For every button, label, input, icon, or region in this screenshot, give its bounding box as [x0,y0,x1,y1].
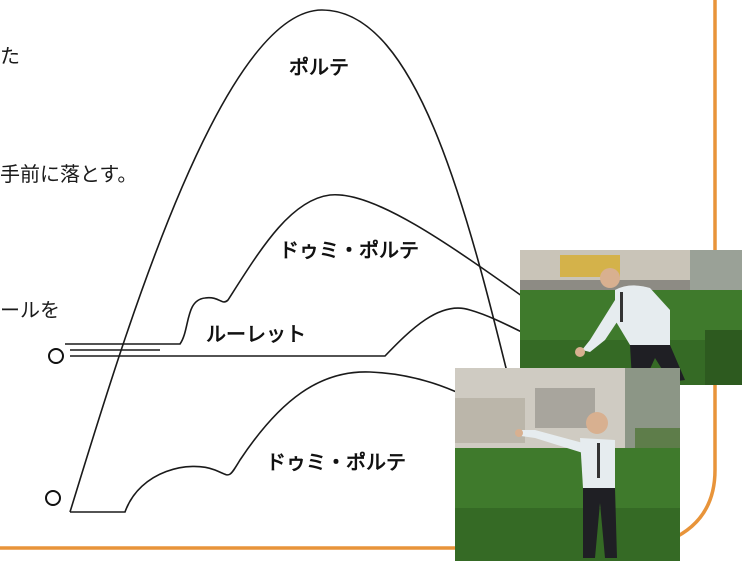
porte-trajectory [69,9,521,513]
roulette-trajectory [70,307,571,357]
text-fragment-3: ールを [0,298,60,322]
text-fragment-2: 手前に落とす。 [0,162,138,186]
release-line-upper [65,194,571,345]
ball-start-lower [45,490,61,506]
label-demi-porte-2: ドゥミ・ポルテ [264,450,408,474]
label-demi-porte-1: ドゥミ・ポルテ [277,238,421,262]
text-fragment-1: た [0,44,20,68]
photo-standing-bowler [455,368,680,561]
photo-crouching-bowler [520,250,742,385]
demi-porte-trajectory-2 [70,371,511,513]
label-porte: ポルテ [287,55,351,79]
label-roulette: ルーレット [204,322,308,346]
ball-start-upper [48,348,64,364]
